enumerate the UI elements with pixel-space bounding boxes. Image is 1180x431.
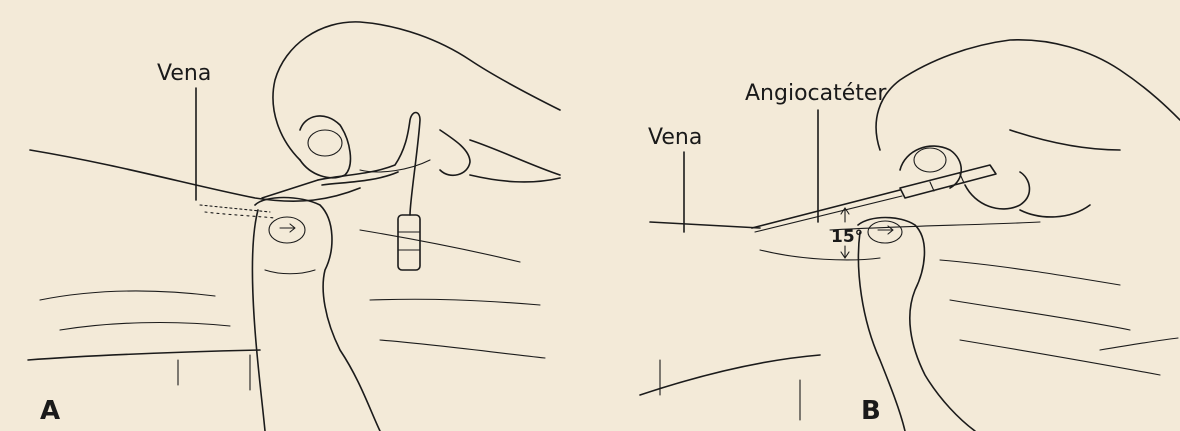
panel-a-arm-bottom	[28, 350, 260, 360]
panel-b-upper-thumbnail	[914, 148, 946, 172]
panel-a-thumbnail	[269, 217, 305, 243]
panel-a-letter: A	[40, 398, 60, 424]
panel-a-upper-thumbnail	[308, 130, 342, 156]
panel-a-needle	[262, 180, 318, 198]
panel-b-drawing	[640, 40, 1180, 431]
panel-a-arm-top	[30, 150, 360, 201]
panel-a-upper-hand	[273, 22, 560, 160]
panel-b-catheter-label: Angiocatéter	[745, 83, 886, 105]
panel-a-drawing	[28, 22, 560, 431]
panel-a-vein-label: Vena	[157, 63, 211, 85]
panel-b-angle-label: 15°	[831, 229, 863, 246]
panel-a-lower-thumb	[255, 198, 380, 431]
panel-a-connector	[398, 215, 420, 270]
panel-b-upper-hand	[876, 40, 1180, 150]
panel-b-arm-bottom	[640, 355, 820, 395]
panel-b-thumbnail	[868, 221, 902, 243]
panel-b-letter: B	[861, 398, 881, 424]
panel-b-catheter-hub	[900, 165, 996, 198]
panel-b-skin-line	[650, 222, 760, 228]
panel-a-tubing	[318, 113, 420, 216]
panel-b-vein-label: Vena	[648, 127, 702, 149]
